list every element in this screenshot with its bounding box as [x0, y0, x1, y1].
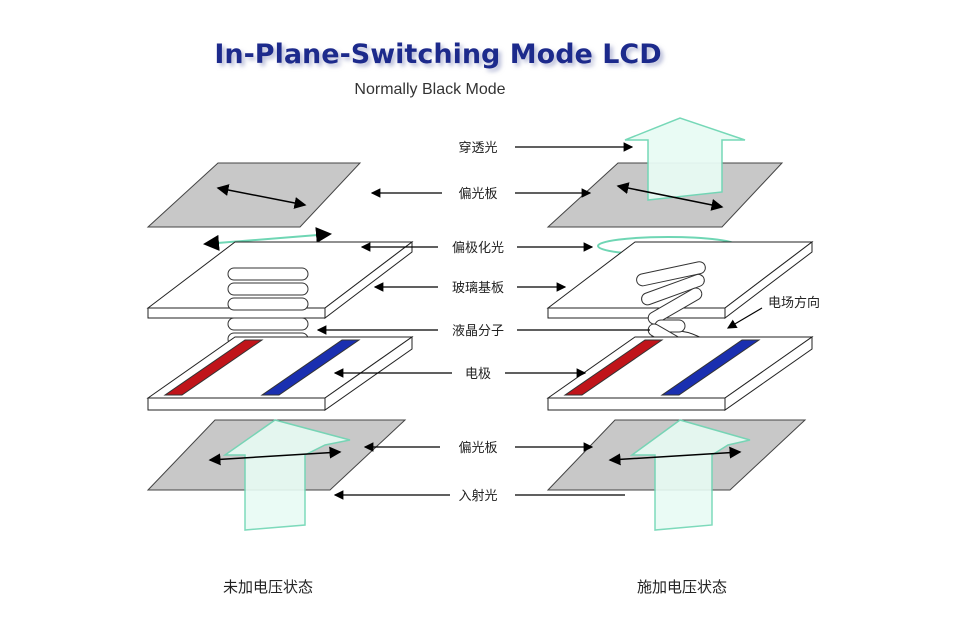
label-polarized-light: 偏极化光	[452, 241, 504, 256]
label-polarizer-bottom: 偏光板	[458, 441, 497, 456]
label-glass-substrate: 玻璃基板	[452, 281, 504, 296]
left-stack	[146, 162, 414, 531]
label-polarizer-top: 偏光板	[458, 187, 497, 202]
electrode-blue-right	[660, 339, 761, 396]
label-lc-molecule: 液晶分子	[452, 324, 504, 339]
label-incident-light: 入射光	[458, 488, 497, 504]
label-transmitted-light: 穿透光	[458, 140, 497, 156]
polarized-light-left	[203, 227, 332, 251]
center-leaders	[316, 142, 763, 500]
title: In-Plane-Switching Mode LCD	[214, 39, 661, 70]
state-off-caption: 未加电压状态	[223, 578, 313, 596]
subtitle: Normally Black Mode	[354, 81, 505, 98]
electrode-red-right	[563, 339, 664, 396]
label-electrode: 电极	[465, 367, 491, 382]
electrode-red-left	[163, 339, 264, 396]
electrode-blue-left	[260, 339, 361, 396]
right-stack	[546, 117, 814, 531]
label-field-direction: 电场方向	[768, 295, 820, 311]
state-on-caption: 施加电压状态	[637, 578, 727, 596]
